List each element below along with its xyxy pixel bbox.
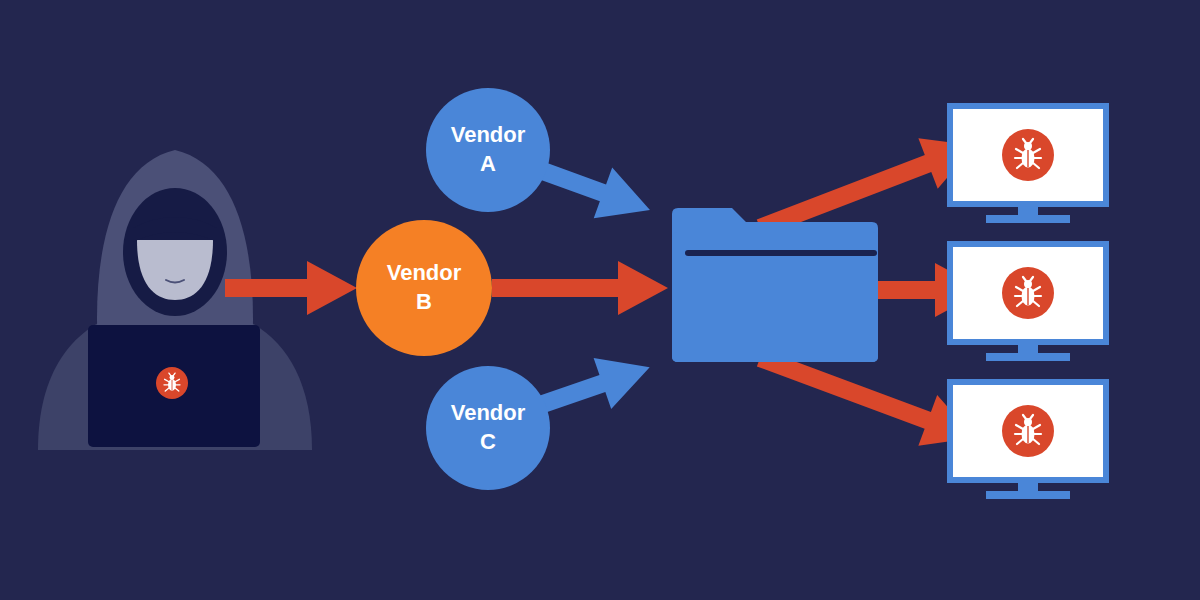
- circle-shape: [356, 220, 492, 356]
- vendor-label: Vendor B: [379, 259, 469, 316]
- hacker-figure: [38, 150, 312, 450]
- circle-shape: [426, 366, 550, 490]
- vendor-circle: Vendor B: [356, 220, 492, 356]
- vendor-circle: Vendor A: [426, 88, 550, 212]
- folder-icon: [672, 208, 878, 362]
- vendor-label: Vendor A: [443, 121, 533, 178]
- arrows: [225, 120, 985, 463]
- vendor-label: Vendor C: [443, 399, 533, 456]
- monitors: [950, 106, 1106, 499]
- vendor-circle: Vendor C: [426, 366, 550, 490]
- circle-shape: [426, 88, 550, 212]
